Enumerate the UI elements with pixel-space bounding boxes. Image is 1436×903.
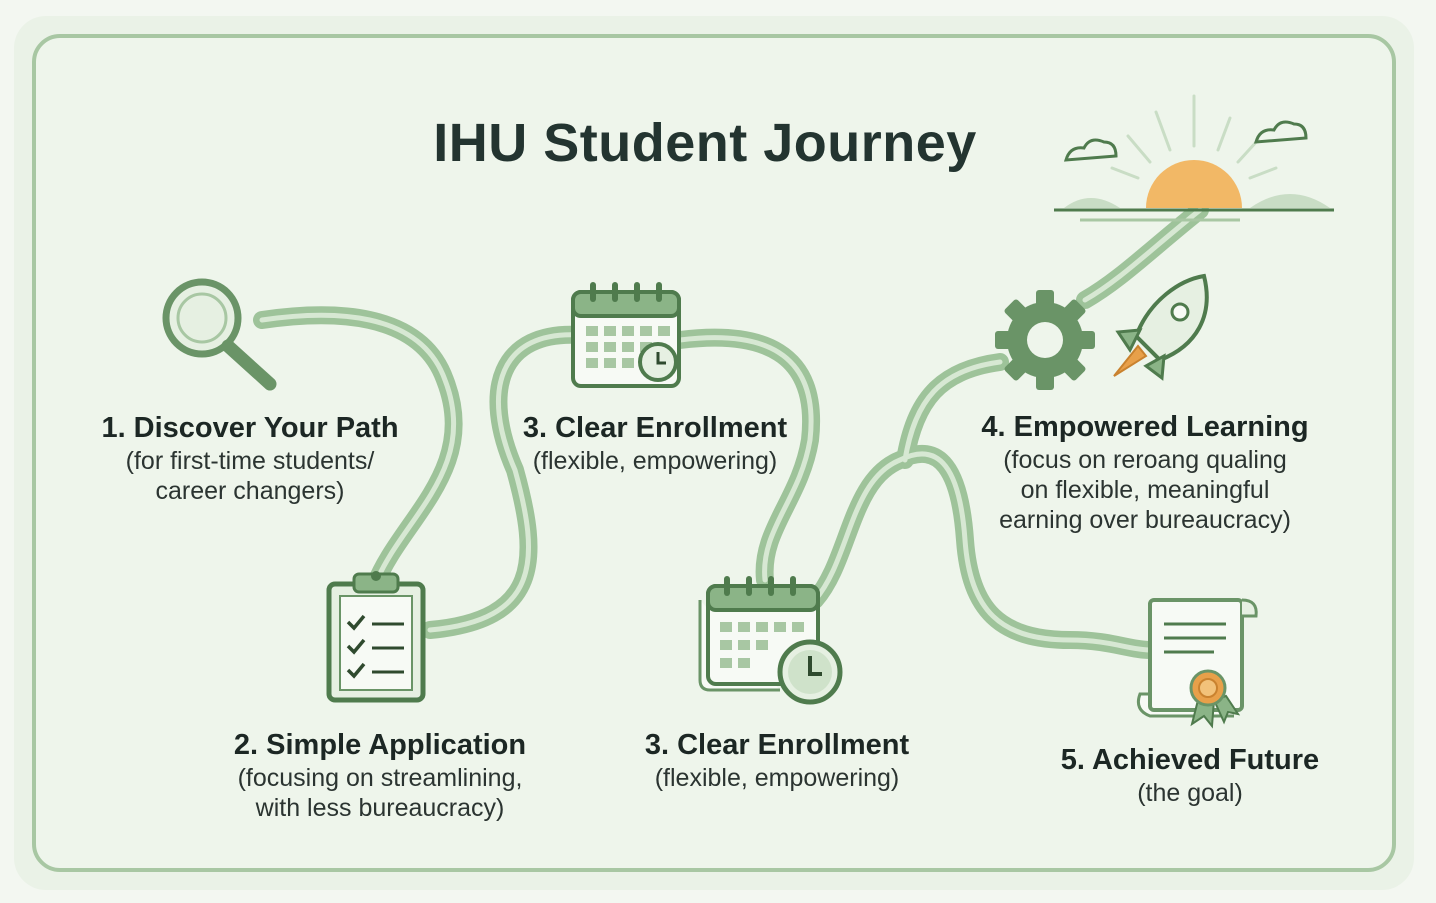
calendar-clock-icon [698, 576, 843, 705]
step-clear-enrollment-upper: 3. Clear Enrollment (flexible, empowerin… [490, 410, 820, 476]
page-title: IHU Student Journey [433, 113, 977, 173]
clipboard-checklist-icon [326, 571, 426, 703]
journey-path [253, 201, 1209, 659]
step-heading: 3. Clear Enrollment [522, 412, 788, 444]
step-description: with less bureaucracy) [255, 794, 505, 822]
calendar-clock-icon [571, 282, 681, 388]
rocket-icon [1113, 273, 1209, 381]
step-description: on flexible, meaningful [1020, 476, 1270, 504]
step-empowered-learning: 4. Empowered Learning (focus on reroang … [955, 409, 1335, 535]
step-heading: 4. Empowered Learning [981, 411, 1309, 443]
magnifying-glass-icon [162, 278, 277, 391]
step-simple-application: 2. Simple Application (focusing on strea… [200, 727, 560, 823]
sunrise-icon [1054, 94, 1334, 222]
step-description: career changers) [155, 477, 345, 505]
step-description: (the goal) [1137, 779, 1243, 807]
step-description: (flexible, empowering) [654, 764, 900, 792]
step-description: (for first-time students/ [125, 447, 375, 475]
step-clear-enrollment-lower: 3. Clear Enrollment (flexible, empowerin… [612, 727, 942, 793]
gear-icon [995, 290, 1095, 390]
step-heading: 5. Achieved Future [1060, 744, 1320, 776]
step-description: (focus on reroang qualing [1003, 446, 1287, 474]
step-description: earning over bureaucracy) [999, 506, 1291, 534]
step-description: (focusing on streamlining, [237, 764, 523, 792]
step-heading: 1. Discover Your Path [101, 412, 399, 444]
step-discover-your-path: 1. Discover Your Path (for first-time st… [70, 410, 430, 506]
step-heading: 3. Clear Enrollment [644, 729, 910, 761]
step-heading: 2. Simple Application [233, 729, 527, 761]
diploma-scroll-icon [1136, 598, 1258, 729]
step-achieved-future: 5. Achieved Future (the goal) [1040, 742, 1340, 808]
step-description: (flexible, empowering) [532, 447, 778, 475]
